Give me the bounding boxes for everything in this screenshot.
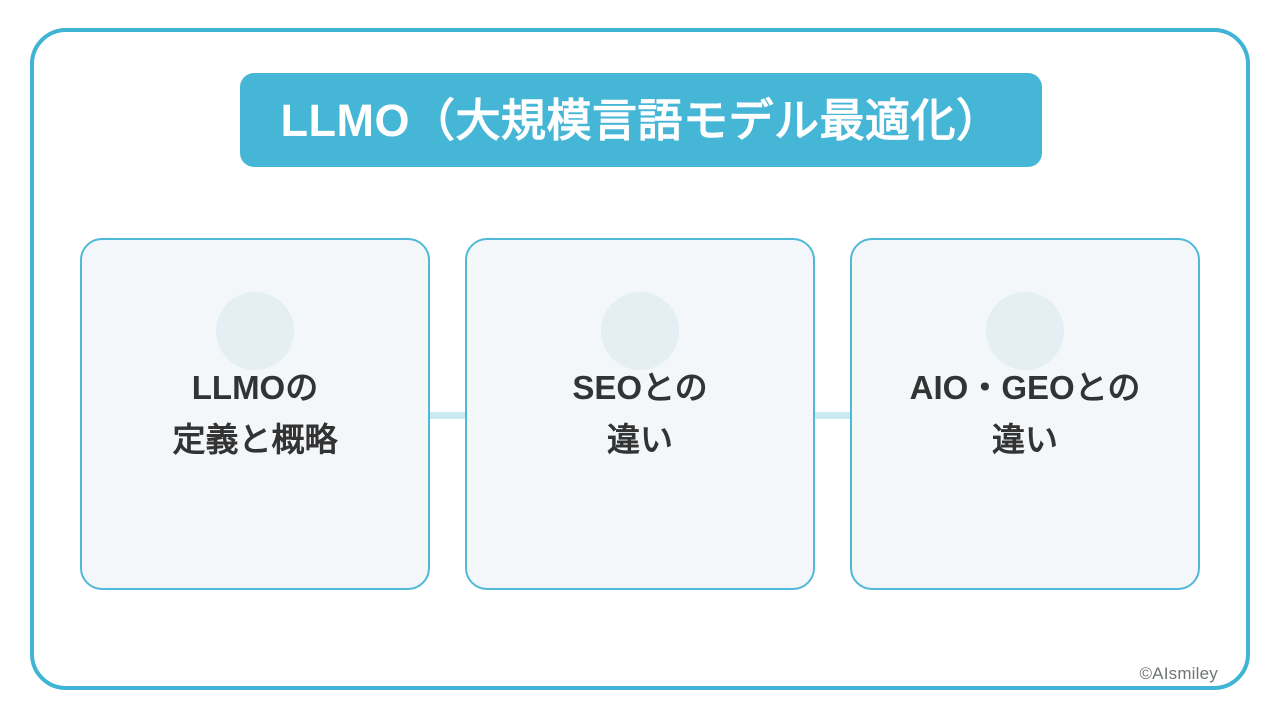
watermark: ©AIsmiley xyxy=(1139,664,1218,683)
card-list: LLMOの 定義と概略 SEOとの 違い AIO・GEOとの 違い xyxy=(80,238,1200,590)
card-llmo-definition[interactable]: LLMOの 定義と概略 xyxy=(80,238,430,590)
page-title: LLMO（大規模言語モデル最適化） xyxy=(280,94,1002,146)
connector-line xyxy=(430,412,465,419)
circle-placeholder-icon xyxy=(986,292,1064,370)
card-label: SEOとの 違い xyxy=(572,369,708,458)
card-label: LLMOの 定義と概略 xyxy=(172,369,338,458)
title-banner: LLMO（大規模言語モデル最適化） xyxy=(240,73,1042,167)
circle-placeholder-icon xyxy=(216,292,294,370)
card-label: AIO・GEOとの 違い xyxy=(909,369,1141,458)
circle-placeholder-icon xyxy=(601,292,679,370)
card-seo-difference[interactable]: SEOとの 違い xyxy=(465,238,815,590)
card-aio-geo-difference[interactable]: AIO・GEOとの 違い xyxy=(850,238,1200,590)
connector-line xyxy=(815,412,850,419)
